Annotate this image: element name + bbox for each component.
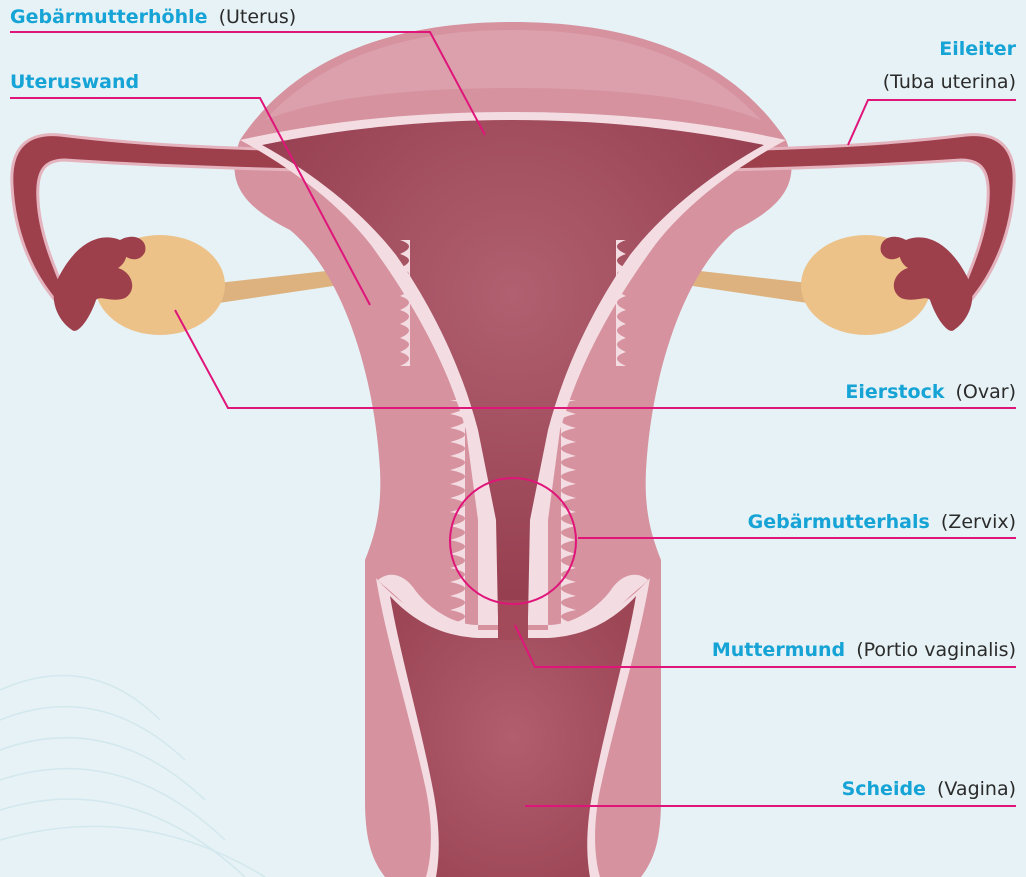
label-cervix-term: Gebärmutterhals [748, 511, 930, 533]
cervical-os [498, 600, 528, 640]
label-tube-term: Eileiter [939, 38, 1016, 60]
label-tube-latin: (Tuba uterina) [883, 71, 1016, 93]
label-ovary-latin: (Ovar) [956, 381, 1016, 403]
label-os-latin: (Portio vaginalis) [856, 639, 1016, 661]
label-uterus: Gebärmutterhöhle (Uterus) [10, 6, 296, 28]
uterine-cavity [262, 120, 764, 618]
label-uterus-latin: (Uterus) [219, 6, 297, 28]
label-wall: Uteruswand [10, 71, 139, 93]
label-ovary: Eierstock (Ovar) [845, 381, 1016, 403]
label-vagina-term: Scheide [842, 778, 926, 800]
label-ovary-term: Eierstock [845, 381, 944, 403]
label-os: Muttermund (Portio vaginalis) [712, 639, 1016, 661]
label-wall-term: Uteruswand [10, 71, 139, 93]
label-uterus-term: Gebärmutterhöhle [10, 6, 208, 28]
label-cervix-latin: (Zervix) [941, 511, 1016, 533]
label-vagina-latin: (Vagina) [937, 778, 1016, 800]
label-cervix: Gebärmutterhals (Zervix) [748, 511, 1016, 533]
background-arcs [0, 675, 265, 877]
label-vagina: Scheide (Vagina) [842, 778, 1016, 800]
label-os-term: Muttermund [712, 639, 845, 661]
